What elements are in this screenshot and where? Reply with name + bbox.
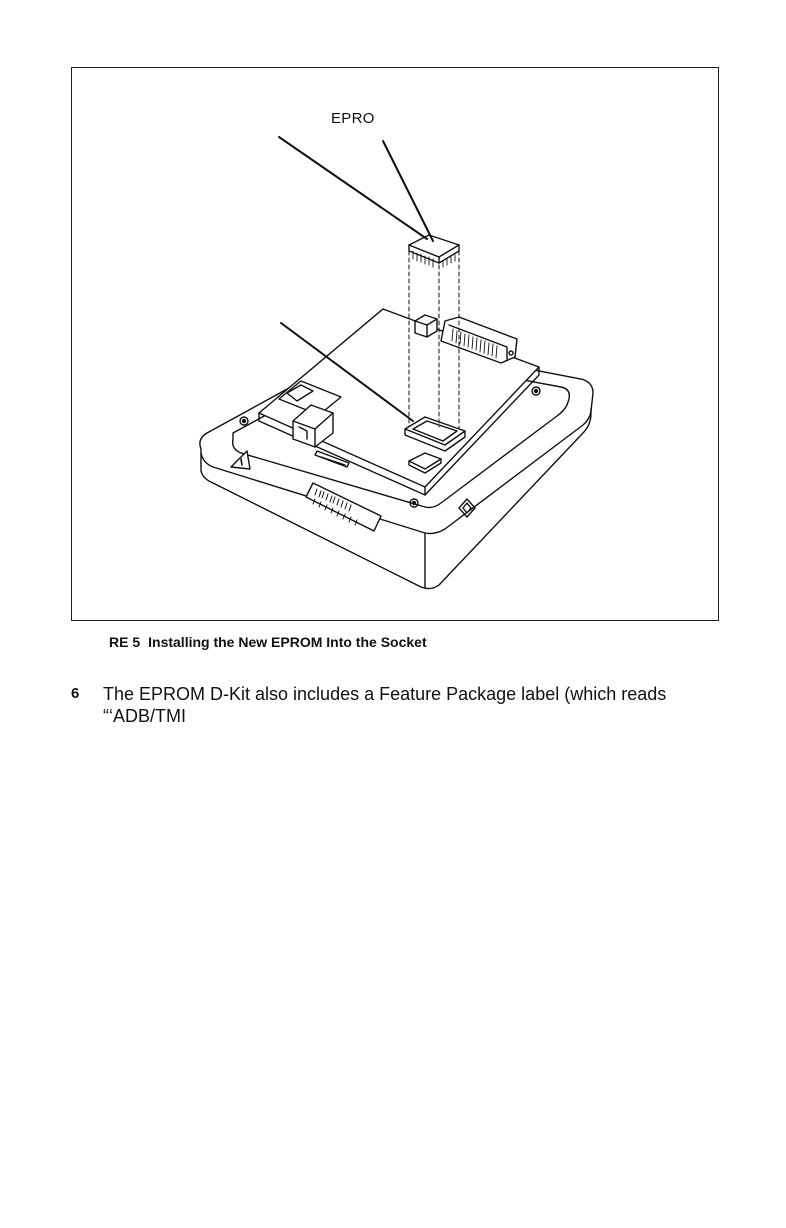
- step-number: 6: [71, 685, 79, 702]
- figure-number: RE 5: [109, 634, 140, 650]
- figure-caption: RE 5 Installing the New EPROM Into the So…: [109, 634, 427, 650]
- small-component: [415, 315, 437, 337]
- callout-label: EPRO: [331, 110, 375, 127]
- figure-caption-text: Installing the New EPROM Into the Socket: [148, 634, 426, 650]
- eprom-installation-illustration: [72, 68, 718, 620]
- figure-frame: [71, 67, 719, 621]
- eprom-chip: [409, 235, 459, 267]
- step-text: The EPROM D-Kit also includes a Feature …: [103, 683, 703, 727]
